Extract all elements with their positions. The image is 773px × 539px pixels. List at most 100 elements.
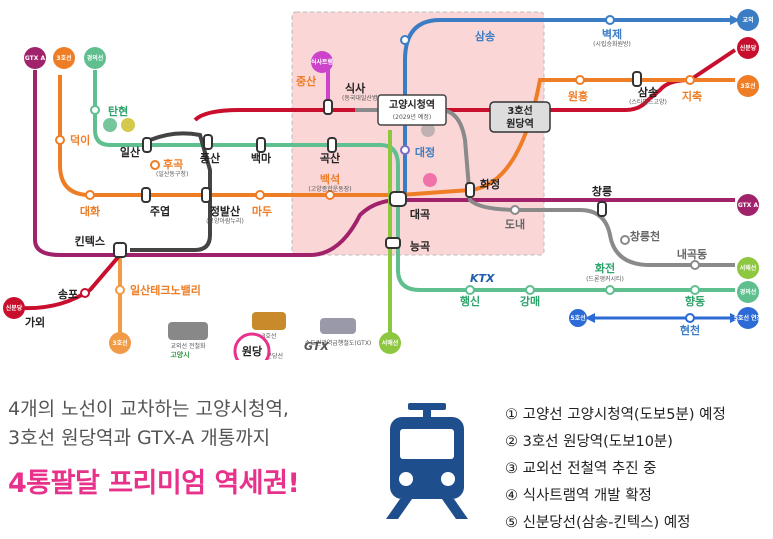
logo-collage: 교외선 전철화 3호선 신분당선 수도권광역급행철도(GTX) 고양시 원당 G… xyxy=(168,312,371,360)
badge-gtxa-r: GTX A xyxy=(738,202,759,209)
station-dot-jichuk xyxy=(685,75,695,85)
station-marker-baekma xyxy=(256,137,266,153)
label-junggang: 중산 xyxy=(296,74,316,88)
label-sinsa-sub: (동국대일산병원) xyxy=(342,94,385,102)
label-daehwa: 대화 xyxy=(80,204,100,218)
station-marker-neunggok xyxy=(385,237,401,249)
callout-goyang-cityhall-title: 고양시청역 xyxy=(389,98,435,111)
station-dot-hyeoncheon xyxy=(685,313,695,323)
label-daegok: 대곡 xyxy=(410,207,430,221)
label-changreungcheon: 창릉천 xyxy=(630,229,660,243)
label-gosan: 곡산 xyxy=(320,151,340,165)
badge-line3-top: 3호선 xyxy=(56,54,71,62)
label-kintex: 킨텍스 xyxy=(75,234,105,248)
label-pungsan: 풍산 xyxy=(200,151,220,165)
label-samsong: 삼송 xyxy=(475,29,495,43)
label-baekma: 백마 xyxy=(251,151,272,165)
label-doeun: 도내 xyxy=(505,217,525,231)
label-tanhyeon: 탄현 xyxy=(108,104,128,118)
label-hwajeon: 화전 xyxy=(595,261,615,275)
station-marker-sinsa xyxy=(323,99,333,115)
badge-line3-r: 3호선 xyxy=(740,82,755,90)
callout-wondang: 3호선 원당역 xyxy=(489,101,551,133)
promo-headline: 4통팔달 프리미엄 역세권! xyxy=(8,468,300,499)
station-dot-haengsin xyxy=(465,285,475,295)
station-marker-hwajeong xyxy=(465,182,475,198)
line-5-arrow-left xyxy=(585,313,595,323)
gtx-logo: GTX xyxy=(304,340,329,353)
station-dot-naegok xyxy=(690,260,700,270)
line-sinbundang-left xyxy=(19,253,122,311)
line-5-arrow-right xyxy=(730,313,740,323)
label-daejeong: 대정 xyxy=(415,145,435,159)
line-5-arrow xyxy=(730,15,740,25)
callout-goyang-cityhall: 고양시청역 (2029년 예정) xyxy=(377,94,447,126)
badge-line5-r: 5호선 연장 xyxy=(734,314,763,322)
badge-sinbundang-l: 신분당 xyxy=(6,304,23,312)
station-dot-hwajeong2 xyxy=(150,160,160,170)
label-hwajeong2: 후곡 xyxy=(163,157,183,171)
label-jeongbalsan-sub: (고양아람누리) xyxy=(206,217,244,225)
station-dot-changreungcheon xyxy=(620,235,630,245)
badge-seohae-r: 서해선 xyxy=(740,264,757,272)
logo-cap2: 3호선 xyxy=(262,332,277,340)
station-marker-kintex xyxy=(113,242,127,258)
wondang-bubble: 원당 xyxy=(242,344,262,358)
subway-route-map: GTX A 3호선 경의선 교외 신분당 3호선 GTX A 서해선 경의선 5… xyxy=(3,9,763,360)
label-deogi: 덕이 xyxy=(70,133,90,147)
station-dot-daehwa xyxy=(85,190,95,200)
callout-wondang-line: 3호선 xyxy=(507,104,532,117)
label-samsong2: 삼송 xyxy=(638,85,658,99)
label-gangmae: 강매 xyxy=(520,294,540,308)
fact-item: ④ 식사트램역 개발 확정 xyxy=(505,488,652,504)
station-dot-hwajeon xyxy=(605,285,615,295)
end-badges: GTX A 3호선 경의선 교외 신분당 3호선 GTX A 서해선 경의선 5… xyxy=(3,9,763,354)
station-marker-pungsan xyxy=(203,134,213,150)
fact-item: ⑤ 신분당선(삼송-킨텍스) 예정 xyxy=(505,515,691,531)
label-ilsan: 일산 xyxy=(120,145,140,159)
label-juyeop: 주엽 xyxy=(150,204,170,218)
station-dot-daejeong xyxy=(400,145,410,155)
label-wonheung: 원흥 xyxy=(568,89,588,103)
label-haengsin: 행신 xyxy=(460,294,480,308)
fact-item: ③ 교외선 전철역 추진 중 xyxy=(505,461,657,477)
line-ilsan xyxy=(130,131,212,252)
station-dot-madu xyxy=(255,190,265,200)
line-gtx-a xyxy=(33,70,735,257)
badge-seohae-b: 서해선 xyxy=(382,339,399,347)
goyang-logo: 고양시 xyxy=(170,350,189,359)
promo-copy: 4개의 노선이 교차하는 고양시청역, 3호선 원당역과 GTX-A 개통까지 … xyxy=(8,395,378,500)
station-dot-tanhyeon xyxy=(90,105,100,115)
station-facts-list: ① 고양선 고양시청역(도보5분) 예정 ② 3호선 원당역(도보10분) ③ … xyxy=(505,402,726,537)
station-dot-hyangdong xyxy=(690,285,700,295)
logo-cap3: 신분당선 xyxy=(261,352,283,360)
station-marker-juyeop xyxy=(141,187,151,203)
line-3-east xyxy=(469,78,735,192)
station-dot-gangmae xyxy=(525,285,535,295)
label-changreung: 창릉 xyxy=(592,184,612,198)
label-baekseok: 백석 xyxy=(320,172,340,186)
logo-cap4: 수도권광역급행철도(GTX) xyxy=(305,339,372,347)
callout-wondang-station: 원당역 xyxy=(506,117,534,130)
label-baekseok-sub: (고양종합운동장) xyxy=(308,185,351,193)
badge-gyeongui-r: 경의선 xyxy=(740,288,757,296)
ktx-logo: KTX xyxy=(470,272,495,285)
label-songpo: 송포 xyxy=(58,288,78,301)
label-samsong2-sub: (스타필드고양) xyxy=(629,98,667,106)
station-marker-samsong2 xyxy=(632,71,642,87)
label-hyangdong: 향동 xyxy=(685,294,705,308)
label-hwajeong2-sub: (일산동구청) xyxy=(156,170,188,178)
station-dot-deogi xyxy=(55,135,65,145)
label-naegok: 내곡동 xyxy=(677,247,707,261)
callout-goyang-cityhall-sub: (2029년 예정) xyxy=(393,113,431,121)
badge-sinsa-tram: 식사트램 xyxy=(311,58,333,66)
label-jeongbalsan: 정발산 xyxy=(210,204,240,218)
logo-cap1: 교외선 전철화 xyxy=(170,342,206,350)
badge-gyeongui-top: 경의선 xyxy=(87,54,104,62)
train-icon xyxy=(386,403,468,519)
label-hyeoncheon: 현천 xyxy=(680,323,700,337)
station-dot-doeun xyxy=(510,205,520,215)
label-hwajeon-sub: (드론앵커시티) xyxy=(586,275,624,283)
label-byeokje: 벽제 xyxy=(602,27,622,41)
station-dot-techno xyxy=(115,285,125,295)
